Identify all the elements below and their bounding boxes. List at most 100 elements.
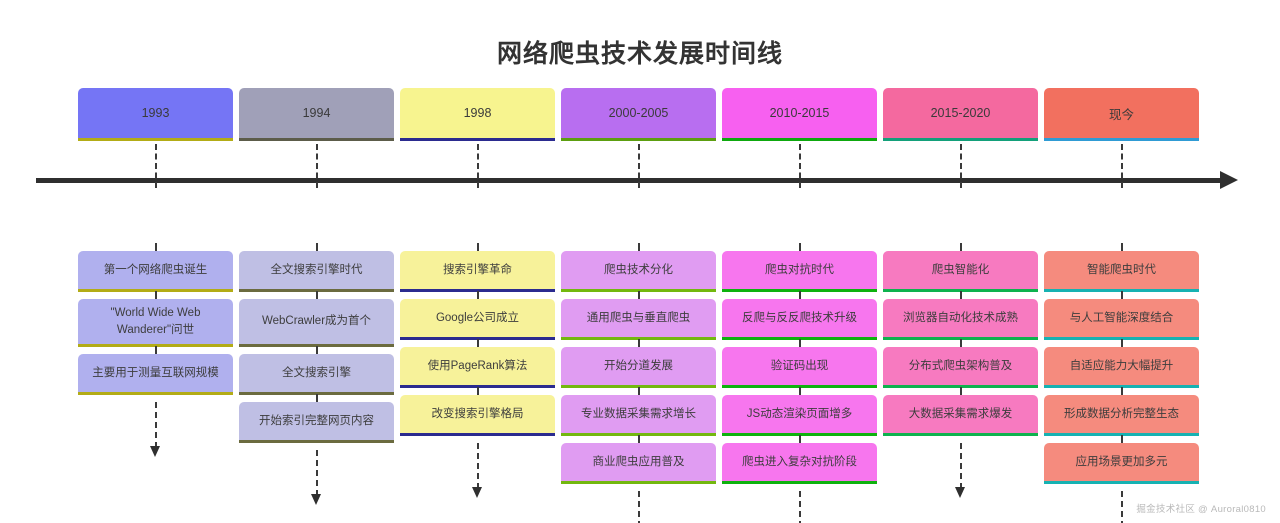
- axis-connector: [154, 144, 157, 188]
- event-item[interactable]: 爬虫技术分化: [561, 243, 716, 292]
- watermark: 掘金技术社区 @ Auroral0810: [1136, 504, 1266, 515]
- timeline-column-现今: 现今智能爬虫时代与人工智能深度结合自适应能力大幅提升形成数据分析完整生态应用场景…: [1044, 88, 1199, 523]
- event-item[interactable]: 浏览器自动化技术成熟: [883, 291, 1038, 340]
- event-connector: [1120, 387, 1123, 395]
- event-item[interactable]: 主要用于测量互联网规模: [78, 346, 233, 395]
- event-connector: [315, 346, 318, 354]
- event-connector: [798, 435, 801, 443]
- event-list: 第一个网络爬虫诞生"World Wide Web Wanderer"问世主要用于…: [78, 243, 233, 464]
- event-item[interactable]: 商业爬虫应用普及: [561, 435, 716, 484]
- page-title: 网络爬虫技术发展时间线: [496, 40, 783, 68]
- column-tail-arrow: [561, 491, 716, 523]
- column-tail-arrow: [883, 443, 1038, 505]
- event-item[interactable]: 开始索引完整网页内容: [239, 394, 394, 443]
- event-connector: [315, 243, 318, 251]
- event-item[interactable]: 爬虫进入复杂对抗阶段: [722, 435, 877, 484]
- column-tail-arrow: [1044, 491, 1199, 523]
- event-connector: [637, 291, 640, 299]
- event-connector: [476, 387, 479, 395]
- event-item[interactable]: 反爬与反反爬技术升级: [722, 291, 877, 340]
- event-connector: [154, 291, 157, 299]
- event-item[interactable]: 应用场景更加多元: [1044, 435, 1199, 484]
- event-item[interactable]: "World Wide Web Wanderer"问世: [78, 291, 233, 347]
- year-label-2000-2005[interactable]: 2000-2005: [561, 88, 716, 141]
- tail-dashed-line: [637, 491, 640, 523]
- event-item[interactable]: Google公司成立: [400, 291, 555, 340]
- event-item[interactable]: 分布式爬虫架构普及: [883, 339, 1038, 388]
- year-label-1998[interactable]: 1998: [400, 88, 555, 141]
- column-tail-arrow: [78, 402, 233, 464]
- axis-connector: [315, 144, 318, 188]
- event-item[interactable]: WebCrawler成为首个: [239, 291, 394, 347]
- axis-connector: [798, 144, 801, 188]
- arrow-down-icon: [311, 494, 321, 505]
- event-connector: [637, 339, 640, 347]
- year-label-2010-2015[interactable]: 2010-2015: [722, 88, 877, 141]
- event-connector: [637, 435, 640, 443]
- tail-dashed-line: [154, 402, 157, 448]
- event-item[interactable]: 与人工智能深度结合: [1044, 291, 1199, 340]
- year-label-现今[interactable]: 现今: [1044, 88, 1199, 141]
- event-connector: [798, 291, 801, 299]
- timeline-axis-line: [36, 178, 1226, 183]
- event-connector: [959, 291, 962, 299]
- event-item[interactable]: 验证码出现: [722, 339, 877, 388]
- event-connector: [1120, 435, 1123, 443]
- event-item[interactable]: 第一个网络爬虫诞生: [78, 243, 233, 292]
- event-connector: [959, 243, 962, 251]
- event-item[interactable]: 智能爬虫时代: [1044, 243, 1199, 292]
- timeline-column-1993: 1993 第一个网络爬虫诞生"World Wide Web Wanderer"问世…: [78, 88, 233, 457]
- event-item[interactable]: 通用爬虫与垂直爬虫: [561, 291, 716, 340]
- event-item[interactable]: 专业数据采集需求增长: [561, 387, 716, 436]
- event-item[interactable]: 使用PageRank算法: [400, 339, 555, 388]
- event-connector: [315, 394, 318, 402]
- event-connector: [1120, 339, 1123, 347]
- tail-dashed-line: [476, 443, 479, 489]
- arrow-down-icon: [150, 446, 160, 457]
- tail-dashed-line: [959, 443, 962, 489]
- event-list: 智能爬虫时代与人工智能深度结合自适应能力大幅提升形成数据分析完整生态应用场景更加…: [1044, 243, 1199, 523]
- year-label-2015-2020[interactable]: 2015-2020: [883, 88, 1038, 141]
- event-connector: [959, 387, 962, 395]
- event-item[interactable]: 爬虫对抗时代: [722, 243, 877, 292]
- event-item[interactable]: 开始分道发展: [561, 339, 716, 388]
- tail-dashed-line: [798, 491, 801, 523]
- event-item[interactable]: 爬虫智能化: [883, 243, 1038, 292]
- event-connector: [315, 291, 318, 299]
- axis-connector: [959, 144, 962, 188]
- tail-dashed-line: [315, 450, 318, 496]
- year-label-1994[interactable]: 1994: [239, 88, 394, 141]
- event-connector: [1120, 243, 1123, 251]
- year-label-1993[interactable]: 1993: [78, 88, 233, 141]
- arrow-down-icon: [472, 487, 482, 498]
- axis-connector: [637, 144, 640, 188]
- timeline-column-2000-2005: 2000-2005 爬虫技术分化通用爬虫与垂直爬虫开始分道发展专业数据采集需求增长…: [561, 88, 716, 523]
- tail-dashed-line: [1120, 491, 1123, 523]
- arrow-right-icon: [1220, 171, 1238, 189]
- event-item[interactable]: 自适应能力大幅提升: [1044, 339, 1199, 388]
- axis-connector: [476, 144, 479, 188]
- event-item[interactable]: 形成数据分析完整生态: [1044, 387, 1199, 436]
- event-item[interactable]: 大数据采集需求爆发: [883, 387, 1038, 436]
- event-item[interactable]: 全文搜索引擎: [239, 346, 394, 395]
- axis-connector: [1120, 144, 1123, 188]
- arrow-down-icon: [955, 487, 965, 498]
- event-connector: [959, 339, 962, 347]
- event-connector: [476, 291, 479, 299]
- event-item[interactable]: 改变搜索引擎格局: [400, 387, 555, 436]
- event-item[interactable]: 全文搜索引擎时代: [239, 243, 394, 292]
- event-connector: [476, 243, 479, 251]
- event-item[interactable]: 搜索引擎革命: [400, 243, 555, 292]
- column-tail-arrow: [400, 443, 555, 505]
- timeline-column-2015-2020: 2015-2020 爬虫智能化浏览器自动化技术成熟分布式爬虫架构普及大数据采集需求…: [883, 88, 1038, 498]
- event-item[interactable]: JS动态渲染页面增多: [722, 387, 877, 436]
- event-connector: [798, 339, 801, 347]
- event-list: 爬虫技术分化通用爬虫与垂直爬虫开始分道发展专业数据采集需求增长商业爬虫应用普及: [561, 243, 716, 523]
- event-connector: [798, 243, 801, 251]
- column-tail-arrow: [239, 450, 394, 512]
